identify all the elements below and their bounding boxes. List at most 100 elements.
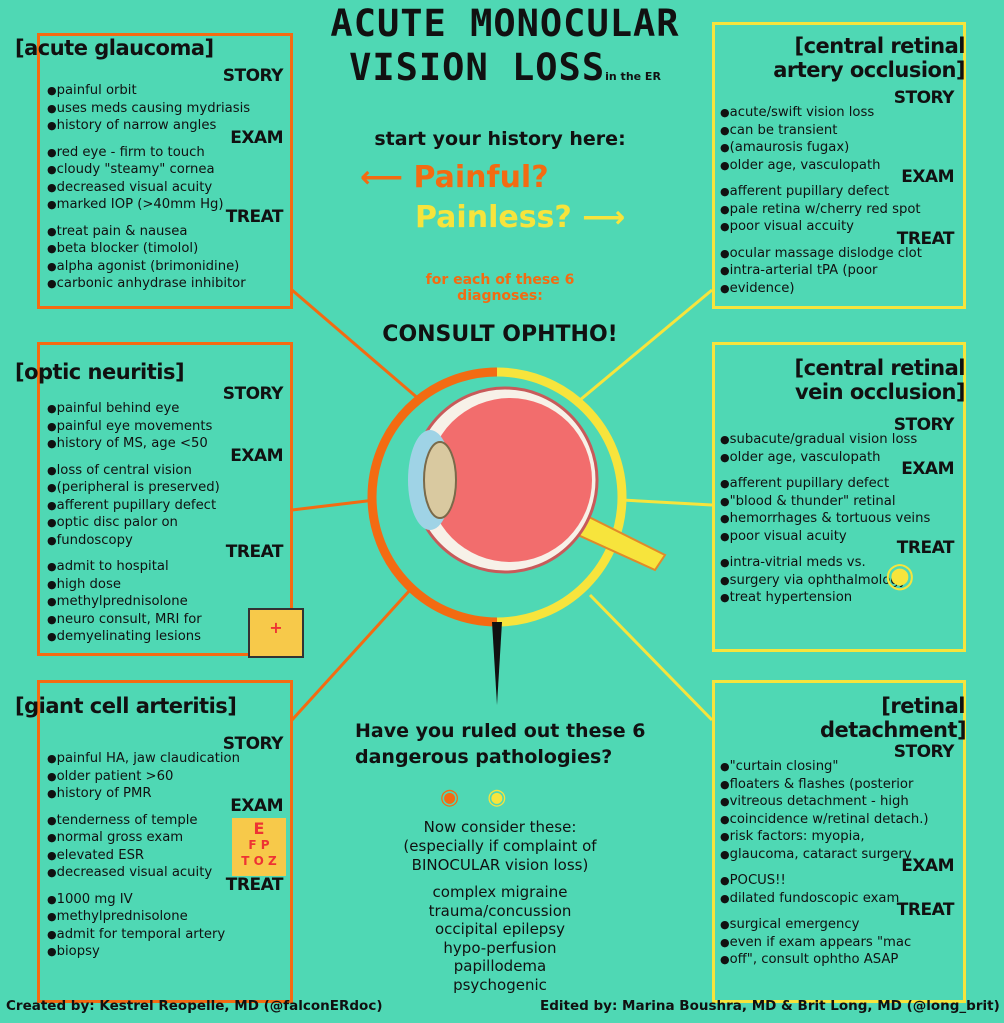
consider-line-1: Now consider these: <box>423 818 577 836</box>
section-label: STORY <box>893 415 955 435</box>
title-line-1: ACUTE MONOCULAR <box>330 2 680 45</box>
section-label: STORY <box>222 384 284 404</box>
section-treat: TREATadmit to hospitalhigh dosemethylpre… <box>47 542 289 646</box>
section-label: EXAM <box>230 127 283 148</box>
list-item: surgical emergency <box>720 916 960 934</box>
giant-cell-arteritis-content: STORYpainful HA, jaw claudicationolder p… <box>47 734 289 970</box>
list-item: subacute/gradual vision loss <box>720 431 960 449</box>
list-item: painful eye movements <box>47 418 289 436</box>
list-item: (amaurosis fugax) <box>720 139 960 157</box>
section-treat: TREATtreat pain & nauseabeta blocker (ti… <box>47 207 289 293</box>
list-item: history of MS, age <50 <box>47 435 289 453</box>
list-item: carbonic anhydrase inhibitor <box>47 275 289 293</box>
section-exam: EXAMPOCUS!!dilated fundoscopic exam <box>720 856 960 907</box>
other-diagnosis: psychogenic <box>453 975 547 994</box>
eye-icons: ◉ ◉ <box>440 785 506 810</box>
list-item: "curtain closing" <box>720 758 960 776</box>
section-label: EXAM <box>230 445 283 466</box>
retinal-detachment-content: STORY"curtain closing"floaters & flashes… <box>720 742 960 978</box>
other-diagnosis: complex migraine <box>432 883 568 901</box>
consider-line-2: (especially if complaint of <box>403 837 597 855</box>
bullet-list: "curtain closing"floaters & flashes (pos… <box>720 758 960 863</box>
list-item: neuro consult, MRI for <box>47 611 289 629</box>
bullet-list: acute/swift vision losscan be transient(… <box>720 104 960 174</box>
list-item: painful behind eye <box>47 400 289 418</box>
list-item: optic disc palor on <box>47 514 289 532</box>
section-treat: TREATintra-vitrial meds vs.surgery via o… <box>720 538 960 607</box>
section-treat: TREATocular massage dislodge clotintra-a… <box>720 229 960 298</box>
list-item: surgery via ophthalmology <box>720 572 960 590</box>
list-item: high dose <box>47 576 289 594</box>
retinal-detachment-panel <box>712 680 966 1003</box>
list-item: hemorrhages & tortuous veins <box>720 510 960 528</box>
painful-text: Painful? <box>413 160 549 195</box>
bullet-list: painful behind eyepainful eye movementsh… <box>47 400 289 453</box>
list-item: (peripheral is preserved) <box>47 479 289 497</box>
list-item: uses meds causing mydriasis <box>47 100 289 118</box>
other-diagnosis: hypo-perfusion <box>443 938 557 957</box>
other-diagnosis: occipital epilepsy <box>434 920 566 938</box>
list-item: beta blocker (timolol) <box>47 240 289 258</box>
orange-eye-icon: ◉ <box>440 785 460 810</box>
list-item: treat hypertension <box>720 589 960 607</box>
title-suffix: in the ER <box>605 70 661 83</box>
list-item: painful orbit <box>47 82 289 100</box>
eye-chart-row-2: F P <box>248 838 270 852</box>
bullet-list: admit to hospitalhigh dosemethylpredniso… <box>47 558 289 646</box>
optic-neuritis-panel <box>37 342 293 656</box>
list-item: methylprednisolone <box>47 908 289 926</box>
bullet-list: subacute/gradual vision lossolder age, v… <box>720 431 960 466</box>
bullet-list: loss of central vision(peripheral is pre… <box>47 462 289 550</box>
consider-line-3: BINOCULAR vision loss) <box>411 856 589 874</box>
painful-label: ⟵ Painful? <box>360 160 549 195</box>
list-item: intra-arterial tPA (poor <box>720 262 960 280</box>
list-item: afferent pupillary defect <box>720 183 960 201</box>
section-label: TREAT <box>225 542 284 562</box>
bullet-list: tenderness of templenormal gross examele… <box>47 812 289 882</box>
list-item: methylprednisolone <box>47 593 289 611</box>
acute-glaucoma-panel <box>37 33 293 309</box>
bullet-list: afferent pupillary defectpale retina w/c… <box>720 183 960 236</box>
list-item: evidence) <box>720 280 960 298</box>
list-item: "blood & thunder" retinal <box>720 493 960 511</box>
bullet-list: 1000 mg IVmethylprednisoloneadmit for te… <box>47 891 289 961</box>
section-label: TREAT <box>896 538 955 558</box>
edited-by: Edited by: Marina Boushra, MD & Brit Lon… <box>540 998 1000 1014</box>
consult-ophtho-text: CONSULT OPHTHO! <box>382 322 618 347</box>
giant-cell-arteritis-title: [giant cell arteritis] <box>15 694 237 718</box>
section-story: STORY"curtain closing"floaters & flashes… <box>720 742 960 863</box>
list-item: vitreous detachment - high <box>720 793 960 811</box>
section-label: TREAT <box>225 206 284 227</box>
bullet-list: surgical emergencyeven if exam appears "… <box>720 916 960 969</box>
list-item: demyelinating lesions <box>47 628 289 646</box>
list-item: can be transient <box>720 122 960 140</box>
section-story: STORYpainful HA, jaw claudicationolder p… <box>47 734 289 803</box>
painless-text: Painless? <box>415 200 572 235</box>
list-item: normal gross exam <box>47 829 289 847</box>
central-retinal-vein-occlusion-content: STORYsubacute/gradual vision lossolder a… <box>720 415 960 616</box>
list-item: afferent pupillary defect <box>720 475 960 493</box>
central-retinal-artery-occlusion-title: [central retinal artery occlusion] <box>773 34 965 83</box>
list-item: alpha agonist (brimonidine) <box>47 258 289 276</box>
optic-neuritis-title: [optic neuritis] <box>15 360 185 384</box>
eye-chart-icon: E F P T O Z <box>232 818 286 876</box>
page-title: ACUTE MONOCULAR VISION LOSSin the ER <box>290 2 720 99</box>
section-label: EXAM <box>230 795 283 816</box>
ruled-out-text: Have you ruled out these 6 dangerous pat… <box>355 720 646 768</box>
created-by: Created by: Kestrel Reopelle, MD (@falco… <box>6 998 383 1014</box>
section-label: TREAT <box>896 228 955 249</box>
list-item: acute/swift vision loss <box>720 104 960 122</box>
list-item: afferent pupillary defect <box>47 497 289 515</box>
section-story: STORYacute/swift vision losscan be trans… <box>720 88 960 174</box>
other-diagnosis: trauma/concussion <box>428 901 572 920</box>
central-retinal-artery-occlusion-content: STORYacute/swift vision losscan be trans… <box>720 88 960 306</box>
bullet-list: painful orbituses meds causing mydriasis… <box>47 82 289 135</box>
list-item: decreased visual acuity <box>47 864 289 882</box>
section-treat: TREATsurgical emergencyeven if exam appe… <box>720 900 960 969</box>
list-item: pale retina w/cherry red spot <box>720 201 960 219</box>
central-retinal-vein-occlusion-panel <box>712 342 966 652</box>
bullet-list: POCUS!!dilated fundoscopic exam <box>720 872 960 907</box>
section-treat: TREAT1000 mg IVmethylprednisoloneadmit f… <box>47 875 289 961</box>
